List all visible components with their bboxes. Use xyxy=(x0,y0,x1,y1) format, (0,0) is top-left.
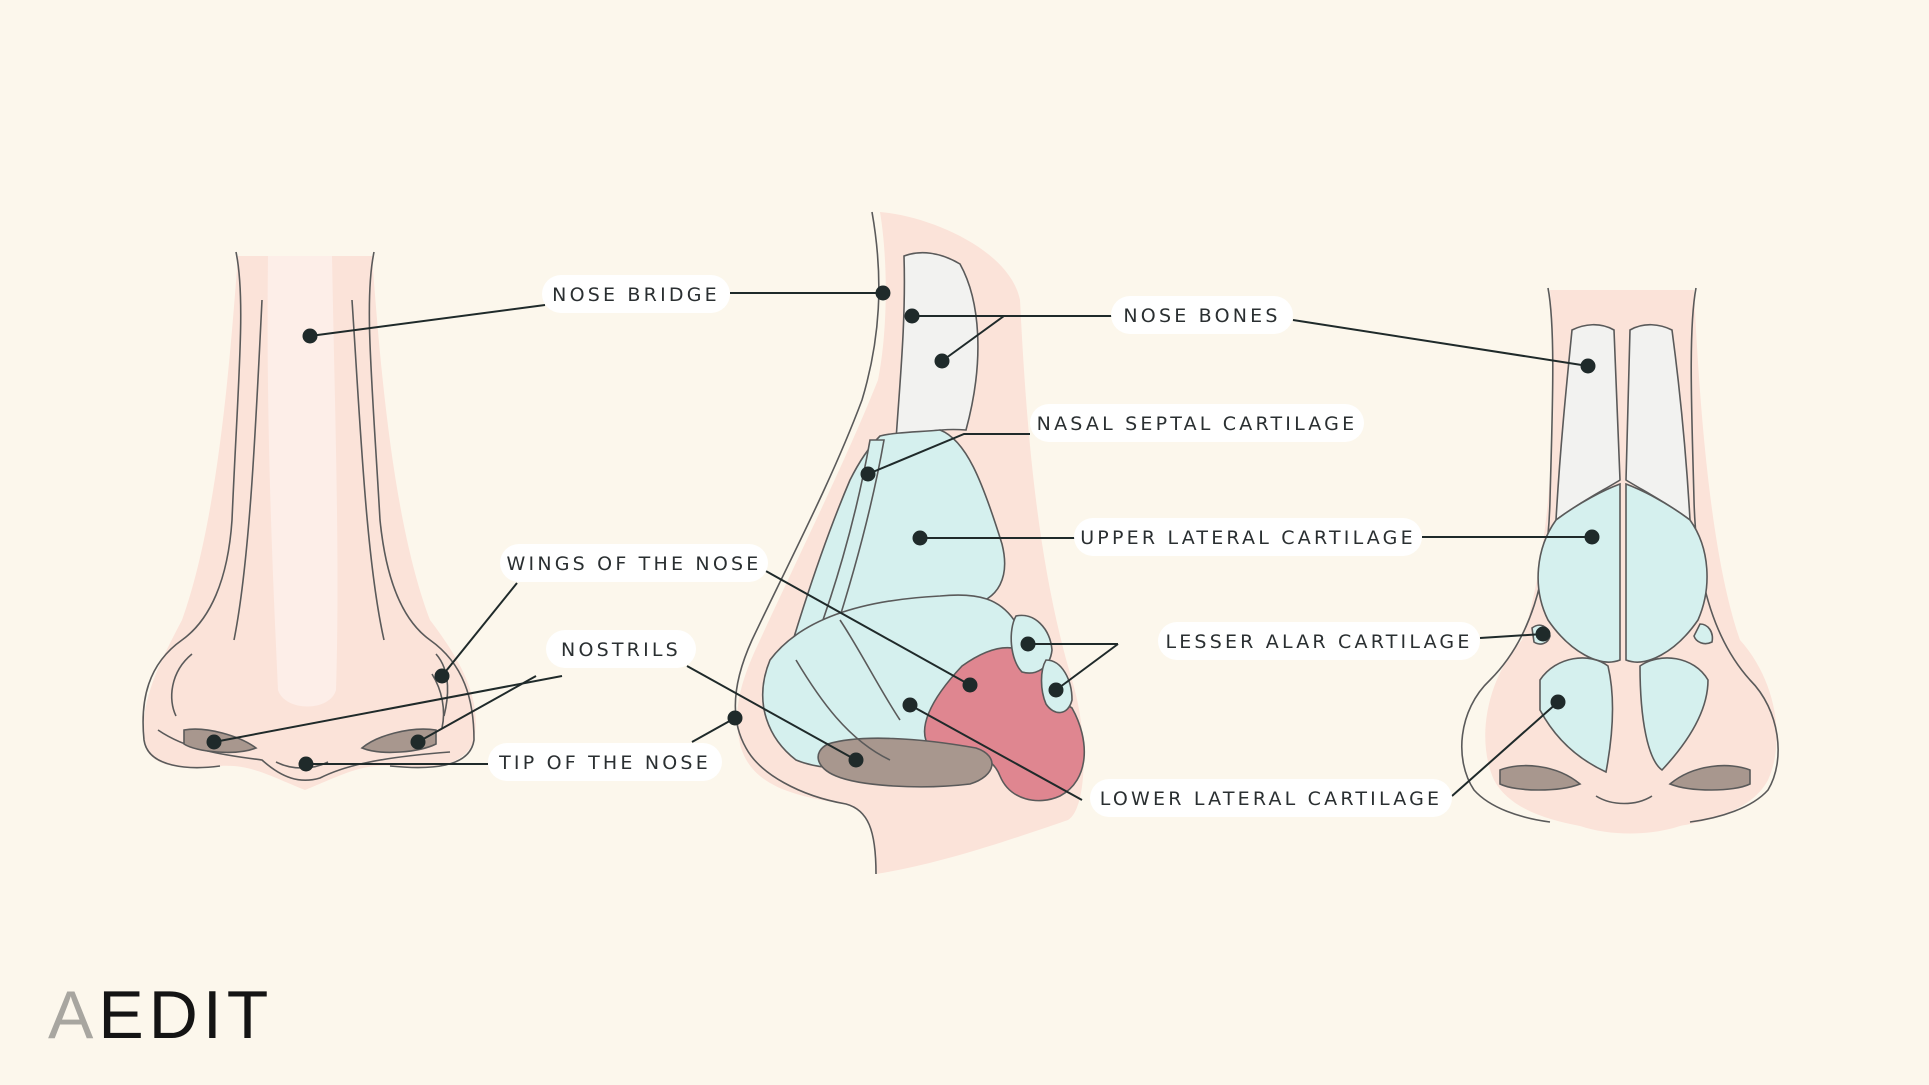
label-lower-lateral-cartilage: LOWER LATERAL CARTILAGE xyxy=(1090,779,1452,817)
right-left-lower-lateral xyxy=(1539,657,1614,774)
dot-side-septum xyxy=(860,466,876,482)
dot-right-lower-lateral xyxy=(1550,694,1566,710)
dot-front-tip xyxy=(298,756,314,772)
dot-side-lesser-alar-2 xyxy=(1048,682,1064,698)
dot-side-bone xyxy=(934,353,950,369)
dot-front-left-nostril xyxy=(206,734,222,750)
svg-text:AEDIT: AEDIT xyxy=(48,977,273,1053)
dot-front-wing xyxy=(434,668,450,684)
front-left-ala xyxy=(170,653,193,717)
dot-side-tip xyxy=(727,710,743,726)
front-right-outline xyxy=(368,251,475,769)
front-right-ala xyxy=(435,653,449,717)
dot-side-bone-top xyxy=(904,308,920,324)
front-left-outline xyxy=(142,251,242,769)
dot-side-lower-lateral xyxy=(962,677,978,693)
right-right-upper-lateral xyxy=(1625,482,1708,663)
side-nose-bone xyxy=(895,251,979,442)
label-text-lower-lateral-cartilage: LOWER LATERAL CARTILAGE xyxy=(1100,788,1442,810)
dot-side-lesser-alar-1 xyxy=(1020,636,1036,652)
label-lesser-alar-cartilage: LESSER ALAR CARTILAGE xyxy=(1158,622,1480,660)
side-view-nose xyxy=(734,211,1086,875)
side-cartilage-divider xyxy=(795,659,891,761)
label-text-wings-of-the-nose: WINGS OF THE NOSE xyxy=(507,553,762,575)
front-left-inner-line xyxy=(233,299,263,641)
label-nose-bones: NOSE BONES xyxy=(1111,296,1293,334)
label-tip-of-the-nose: TIP OF THE NOSE xyxy=(488,743,722,781)
leader-lines xyxy=(213,292,1592,801)
label-wings-of-the-nose: WINGS OF THE NOSE xyxy=(500,544,768,582)
label-text-nostrils: NOSTRILS xyxy=(561,639,681,661)
right-outline-right xyxy=(1689,287,1779,823)
right-right-nostril xyxy=(1668,764,1751,791)
dot-right-upper-lateral xyxy=(1584,529,1600,545)
right-outline-left xyxy=(1460,287,1554,823)
label-nostrils: NOSTRILS xyxy=(546,630,696,668)
front-right-alar-crease xyxy=(431,673,445,729)
side-profile-outline xyxy=(734,211,880,875)
dot-front-bridge xyxy=(302,328,318,344)
dot-right-bone xyxy=(1580,358,1596,374)
label-text-nasal-septal-cartilage: NASAL SEPTAL CARTILAGE xyxy=(1037,413,1358,435)
dot-side-lower-lateral-2 xyxy=(902,697,918,713)
dot-front-right-nostril xyxy=(410,734,426,750)
dot-right-lesser-alar xyxy=(1535,626,1551,642)
right-left-nostril xyxy=(1499,764,1582,791)
label-text-nose-bones: NOSE BONES xyxy=(1123,305,1280,327)
label-text-lesser-alar-cartilage: LESSER ALAR CARTILAGE xyxy=(1165,631,1472,653)
front-right-inner-line xyxy=(351,299,385,641)
label-upper-lateral-cartilage: UPPER LATERAL CARTILAGE xyxy=(1074,518,1422,556)
dot-side-upper-lateral xyxy=(912,530,928,546)
front-bridge-highlight xyxy=(267,256,338,707)
right-right-lower-lateral xyxy=(1639,657,1709,772)
label-nose-bridge: NOSE BRIDGE xyxy=(542,275,730,313)
label-text-upper-lateral-cartilage: UPPER LATERAL CARTILAGE xyxy=(1080,527,1416,549)
dot-side-nostril xyxy=(848,752,864,768)
side-nostril xyxy=(817,737,993,788)
label-text-nose-bridge: NOSE BRIDGE xyxy=(552,284,720,306)
right-columella-curve xyxy=(1595,795,1653,805)
side-cartilage-divider-2 xyxy=(839,619,901,721)
right-left-upper-lateral xyxy=(1537,482,1621,663)
label-nasal-septal-cartilage: NASAL SEPTAL CARTILAGE xyxy=(1030,404,1364,442)
logo-letters-edit: EDIT xyxy=(98,977,273,1053)
aedit-logo: AEDIT xyxy=(48,977,273,1053)
marker-dots xyxy=(206,285,1600,772)
front-cartilage-view xyxy=(1460,287,1779,834)
right-right-lesser-alar xyxy=(1693,623,1714,645)
label-text-tip-of-the-nose: TIP OF THE NOSE xyxy=(498,752,711,774)
logo-letter-a: A xyxy=(48,977,98,1053)
dot-side-bridge xyxy=(875,285,891,301)
